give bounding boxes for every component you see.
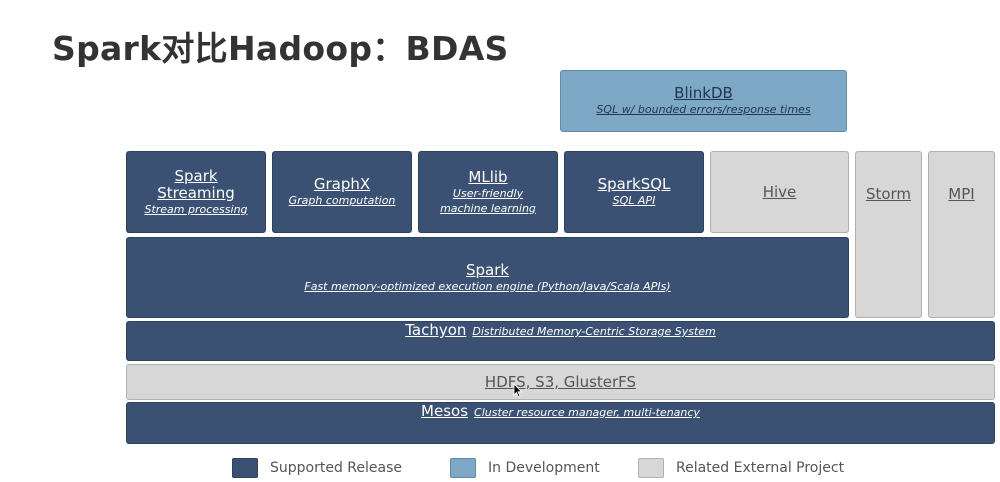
mllib-desc-2: machine learning xyxy=(440,201,536,215)
legend-in-development-swatch xyxy=(450,458,476,478)
legend-external-label: Related External Project xyxy=(676,460,845,476)
spark-streaming-desc: Stream processing xyxy=(144,202,248,216)
spark-streaming-name-2: Streaming xyxy=(157,183,235,202)
mllib-name: MLlib xyxy=(468,167,508,186)
mesos-box[interactable]: Mesos Cluster resource manager, multi-te… xyxy=(126,402,995,444)
blinkdb-name: BlinkDB xyxy=(674,84,733,102)
mesos-desc: Cluster resource manager, multi-tenancy xyxy=(474,406,700,419)
legend-supported-label: Supported Release xyxy=(270,460,402,476)
tachyon-box[interactable]: Tachyon Distributed Memory-Centric Stora… xyxy=(126,321,995,361)
legend-external-swatch xyxy=(638,458,664,478)
page-title: Spark对比Hadoop：BDAS xyxy=(52,29,509,68)
blinkdb-box[interactable]: BlinkDB SQL w/ bounded errors/response t… xyxy=(560,70,847,132)
legend-in-development-label: In Development xyxy=(488,460,600,476)
graphx-box[interactable]: GraphX Graph computation xyxy=(272,151,412,233)
sparksql-box[interactable]: SparkSQL SQL API xyxy=(564,151,704,233)
storage-name: HDFS, S3, GlusterFS xyxy=(484,372,637,391)
storm-box[interactable]: Storm xyxy=(855,151,922,318)
mouse-cursor-icon xyxy=(513,383,523,398)
legend-in-development: In Development xyxy=(450,456,600,480)
hive-name: Hive xyxy=(762,182,797,201)
legend-supported-swatch xyxy=(232,458,258,478)
legend-supported: Supported Release xyxy=(232,456,402,480)
sparksql-name: SparkSQL xyxy=(597,175,671,193)
mesos-name: Mesos xyxy=(421,402,469,420)
tachyon-desc: Distributed Memory-Centric Storage Syste… xyxy=(472,325,716,338)
mllib-desc-1: User-friendly xyxy=(452,186,524,200)
hive-box[interactable]: Hive xyxy=(710,151,849,233)
blinkdb-desc: SQL w/ bounded errors/response times xyxy=(596,103,811,116)
sparksql-desc: SQL API xyxy=(612,194,656,207)
tachyon-name: Tachyon xyxy=(405,321,467,339)
spark-core-desc: Fast memory-optimized execution engine (… xyxy=(304,279,671,293)
storage-box[interactable]: HDFS, S3, GlusterFS xyxy=(126,364,995,400)
legend-external: Related External Project xyxy=(638,456,844,480)
graphx-name: GraphX xyxy=(313,175,371,193)
storm-name: Storm xyxy=(865,185,912,203)
spark-core-box[interactable]: Spark Fast memory-optimized execution en… xyxy=(126,237,849,318)
spark-core-name: Spark xyxy=(465,260,510,279)
mllib-box[interactable]: MLlib User-friendly machine learning xyxy=(418,151,558,233)
spark-streaming-name-1: Spark xyxy=(174,166,218,185)
spark-streaming-box[interactable]: Spark Streaming Stream processing xyxy=(126,151,266,233)
mpi-box[interactable]: MPI xyxy=(928,151,995,318)
mpi-name: MPI xyxy=(948,185,975,203)
graphx-desc: Graph computation xyxy=(288,194,396,207)
